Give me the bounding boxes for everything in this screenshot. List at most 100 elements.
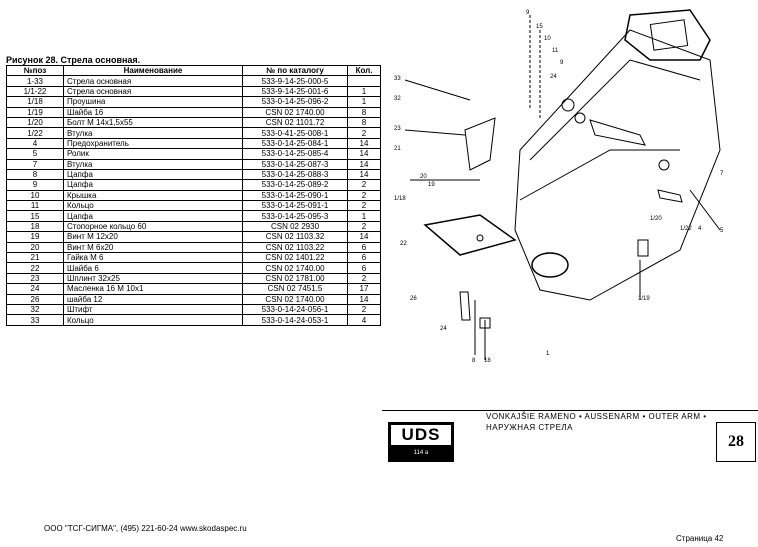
drawing-label: 33: [394, 76, 401, 82]
cell-name: Втулка: [63, 127, 243, 139]
cell-catalog: CSN 02 1740.00: [242, 293, 348, 306]
drawing-page-number: 28: [716, 422, 756, 462]
cell-catalog: CSN 02 1781.00: [242, 272, 348, 285]
cell-pos: 10: [6, 189, 64, 202]
cell-qty: 14: [347, 293, 381, 306]
drawing-label: 1/20: [650, 216, 662, 222]
cell-pos: 19: [6, 231, 64, 243]
drawing-label: 7: [720, 171, 724, 177]
drawing-label: 22: [400, 241, 407, 247]
cell-catalog: 533-0-14-25-096-2: [242, 96, 348, 108]
cell-pos: 4: [6, 137, 64, 150]
cell-qty: [347, 75, 381, 87]
cell-qty: 2: [347, 200, 381, 212]
drawing-label: 23: [394, 126, 401, 132]
cell-pos: 32: [6, 303, 64, 316]
cell-qty: 1: [347, 85, 381, 98]
cell-pos: 26: [6, 293, 64, 306]
drawing-label: 11: [552, 48, 559, 54]
cell-pos: 22: [6, 262, 64, 274]
cell-name: Масленка 16 М 10х1: [63, 283, 243, 295]
cell-catalog: CSN 02 1101.72: [242, 116, 348, 129]
cell-catalog: 533-0-14-24-056-1: [242, 303, 348, 316]
cell-name: Крышка: [63, 189, 243, 202]
arm-hole: [531, 252, 569, 278]
cell-catalog: CSN 02 1401.22: [242, 252, 348, 264]
cell-qty: 14: [347, 168, 381, 181]
cell-catalog: 533-0-14-25-095-3: [242, 210, 348, 222]
cell-catalog: 533-0-14-25-091-1: [242, 200, 348, 212]
cell-qty: 2: [347, 220, 381, 233]
cell-name: Стопорное кольцо 60: [63, 220, 243, 233]
cell-catalog: 533-0-14-25-089-2: [242, 179, 348, 191]
cell-catalog: 533-0-14-25-085-4: [242, 148, 348, 160]
cell-pos: 9: [6, 179, 64, 191]
drawing-label: 24: [440, 326, 447, 332]
cell-qty: 2: [347, 127, 381, 139]
cell-qty: 14: [347, 231, 381, 243]
drawing-label: 15: [536, 24, 543, 30]
cell-pos: 1/19: [6, 106, 64, 118]
cell-qty: 2: [347, 189, 381, 202]
cell-catalog: 533-0-14-25-087-3: [242, 158, 348, 170]
titleblock-line2: НАРУЖНАЯ СТРЕЛА: [486, 423, 574, 432]
col-header-pos: №поз: [6, 64, 64, 77]
drawing-label: 18: [484, 358, 491, 364]
cell-pos: 21: [6, 252, 64, 264]
cell-name: Цапфа: [63, 210, 243, 222]
cell-pos: 1/1-22: [6, 85, 64, 98]
cell-qty: 14: [347, 137, 381, 150]
drawing-label: 1: [546, 351, 550, 357]
drawing-label: 8: [472, 358, 476, 364]
cell-pos: 33: [6, 314, 64, 326]
titleblock-divider: [382, 410, 758, 411]
cell-qty: 6: [347, 252, 381, 264]
cell-name: Шайба 16: [63, 106, 243, 118]
cell-qty: 2: [347, 303, 381, 316]
cell-catalog: 533-9-14-25-001-6: [242, 85, 348, 98]
cell-qty: 1: [347, 96, 381, 108]
cell-pos: 7: [6, 158, 64, 170]
cell-name: Кольцо: [63, 314, 243, 326]
col-header-qty: Кол.: [347, 64, 381, 77]
cell-qty: 2: [347, 272, 381, 285]
top-flange: [624, 9, 711, 61]
cell-qty: 6: [347, 262, 381, 274]
cell-pos: 5: [6, 148, 64, 160]
footer-company: ООО "ТСГ-СИГМА", (495) 221-60-24 www.sko…: [44, 524, 247, 533]
cell-pos: 20: [6, 241, 64, 254]
cell-qty: 6: [347, 241, 381, 254]
drawing-label: 32: [394, 96, 401, 102]
cell-qty: 4: [347, 314, 381, 326]
parts-table: №поз Наименование № по каталогу Кол. 1-3…: [6, 64, 381, 326]
drawing-label: 24: [550, 74, 557, 80]
cell-catalog: CSN 02 1103.22: [242, 241, 348, 254]
drawing-label: 9: [560, 60, 564, 66]
cell-qty: 2: [347, 179, 381, 191]
cell-catalog: 533-0-14-25-084-1: [242, 137, 348, 150]
cell-pos: 11: [6, 200, 64, 212]
drawing-label: 1/18: [394, 196, 406, 202]
cell-catalog: 533-0-14-24-053-1: [242, 314, 348, 326]
logo-subtitle: 114 a: [413, 450, 429, 456]
cell-pos: 15: [6, 210, 64, 222]
cell-name: Кольцо: [63, 200, 243, 212]
cell-name: Стрела основная: [63, 75, 243, 87]
cell-pos: 1/18: [6, 96, 64, 108]
cell-name: Болт М 14х1,5х55: [63, 116, 243, 129]
cell-pos: 18: [6, 220, 64, 233]
cell-catalog: CSN 02 1740.00: [242, 106, 348, 118]
